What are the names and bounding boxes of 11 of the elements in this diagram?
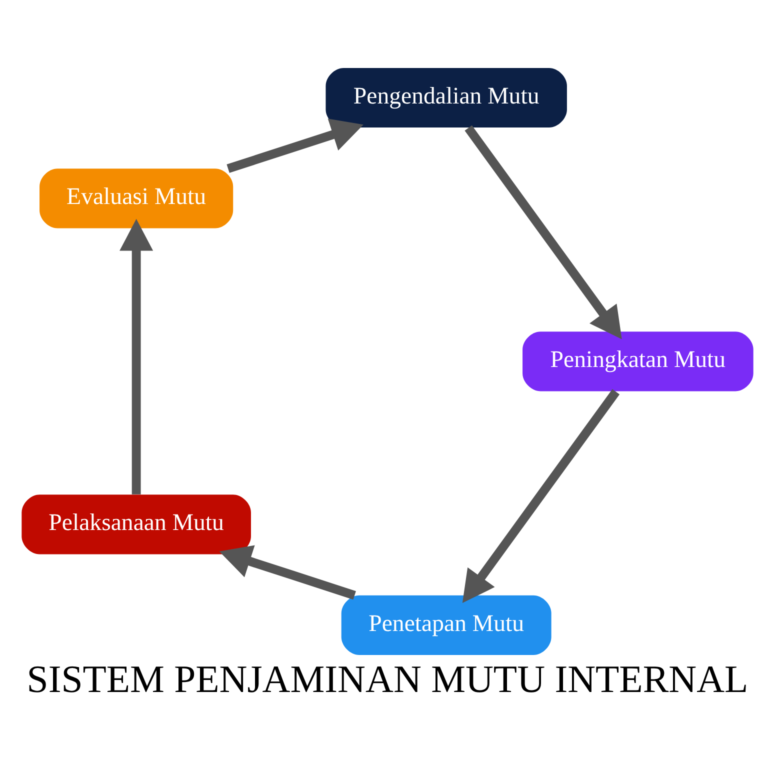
node-box: Pelaksanaan Mutu — [22, 494, 251, 554]
node-box: Evaluasi Mutu — [40, 168, 234, 228]
node-box: Pengendalian Mutu — [326, 68, 567, 128]
arrow — [462, 389, 620, 604]
node-box: Penetapan Mutu — [341, 595, 552, 655]
arrow — [219, 545, 356, 600]
node-box: Peningkatan Mutu — [522, 332, 754, 392]
arrow — [464, 125, 622, 340]
arrow — [120, 218, 154, 494]
arrow — [226, 118, 364, 173]
diagram-title: SISTEM PENJAMINAN MUTU INTERNAL — [26, 658, 748, 701]
